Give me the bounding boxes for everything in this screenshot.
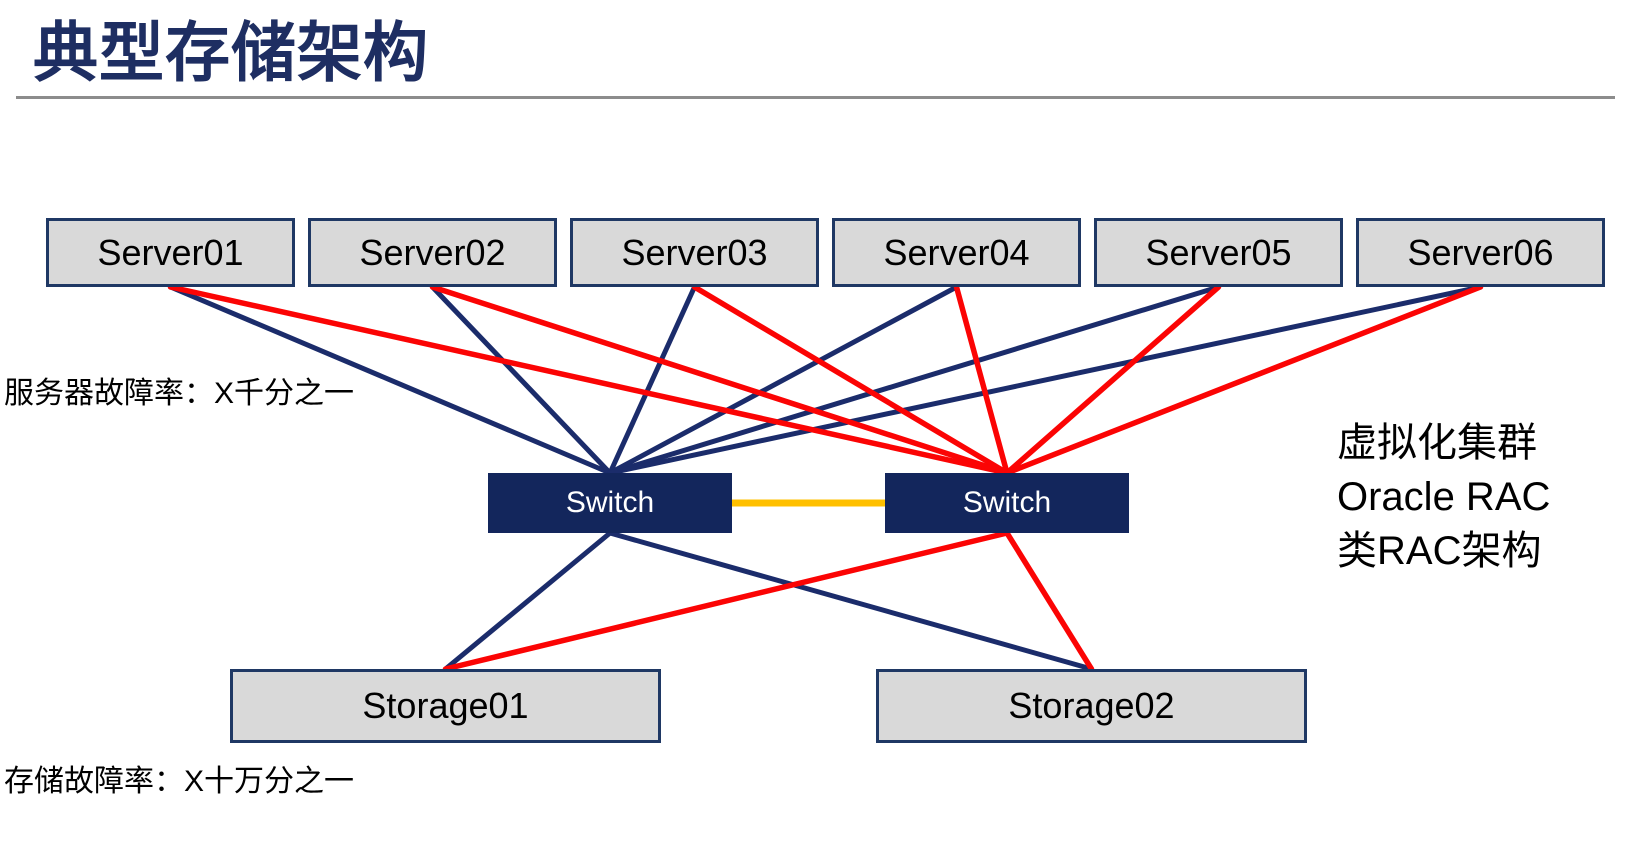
side-note-line-1: 虚拟化集群 bbox=[1337, 421, 1537, 465]
edge-server6-switch1 bbox=[607, 284, 1483, 476]
server-box-02: Server02 bbox=[308, 218, 557, 287]
edge-switch2-storage1 bbox=[442, 530, 1010, 672]
switch-box-1: Switch bbox=[488, 473, 732, 533]
edge-server6-switch2 bbox=[1004, 284, 1484, 476]
edge-server1-switch1 bbox=[168, 284, 613, 476]
storage-box-02: Storage02 bbox=[876, 669, 1307, 743]
edge-server2-switch2 bbox=[429, 284, 1010, 476]
side-note: 虚拟化集群 Oracle RAC 类RAC架构 bbox=[1337, 416, 1550, 578]
slide-title: 典型存储架构 bbox=[33, 16, 430, 89]
edge-server5-switch2 bbox=[1004, 284, 1222, 476]
server-box-03: Server03 bbox=[570, 218, 819, 287]
edge-switch2-storage2 bbox=[1004, 530, 1095, 672]
edge-server5-switch1 bbox=[607, 284, 1221, 476]
server-box-01: Server01 bbox=[46, 218, 295, 287]
edge-server1-switch2 bbox=[167, 284, 1010, 476]
server-box-06: Server06 bbox=[1356, 218, 1605, 287]
edge-server2-switch1 bbox=[430, 284, 613, 476]
storage-failure-rate-label: 存储故障率：X十万分之一 bbox=[4, 765, 355, 798]
edge-switch1-storage2 bbox=[607, 530, 1094, 672]
switch-box-2: Switch bbox=[885, 473, 1129, 533]
side-note-line-3: 类RAC架构 bbox=[1337, 529, 1542, 573]
side-note-line-2: Oracle RAC bbox=[1337, 475, 1551, 519]
edge-server4-switch2 bbox=[953, 284, 1010, 476]
title-divider bbox=[16, 96, 1615, 99]
edge-server4-switch1 bbox=[607, 284, 959, 476]
edge-server3-switch2 bbox=[691, 284, 1010, 476]
server-failure-rate-label: 服务器故障率：X千分之一 bbox=[4, 377, 355, 410]
server-box-05: Server05 bbox=[1094, 218, 1343, 287]
server-box-04: Server04 bbox=[832, 218, 1081, 287]
storage-box-01: Storage01 bbox=[230, 669, 661, 743]
edge-server3-switch1 bbox=[607, 284, 697, 476]
edge-switch1-storage1 bbox=[443, 530, 613, 672]
